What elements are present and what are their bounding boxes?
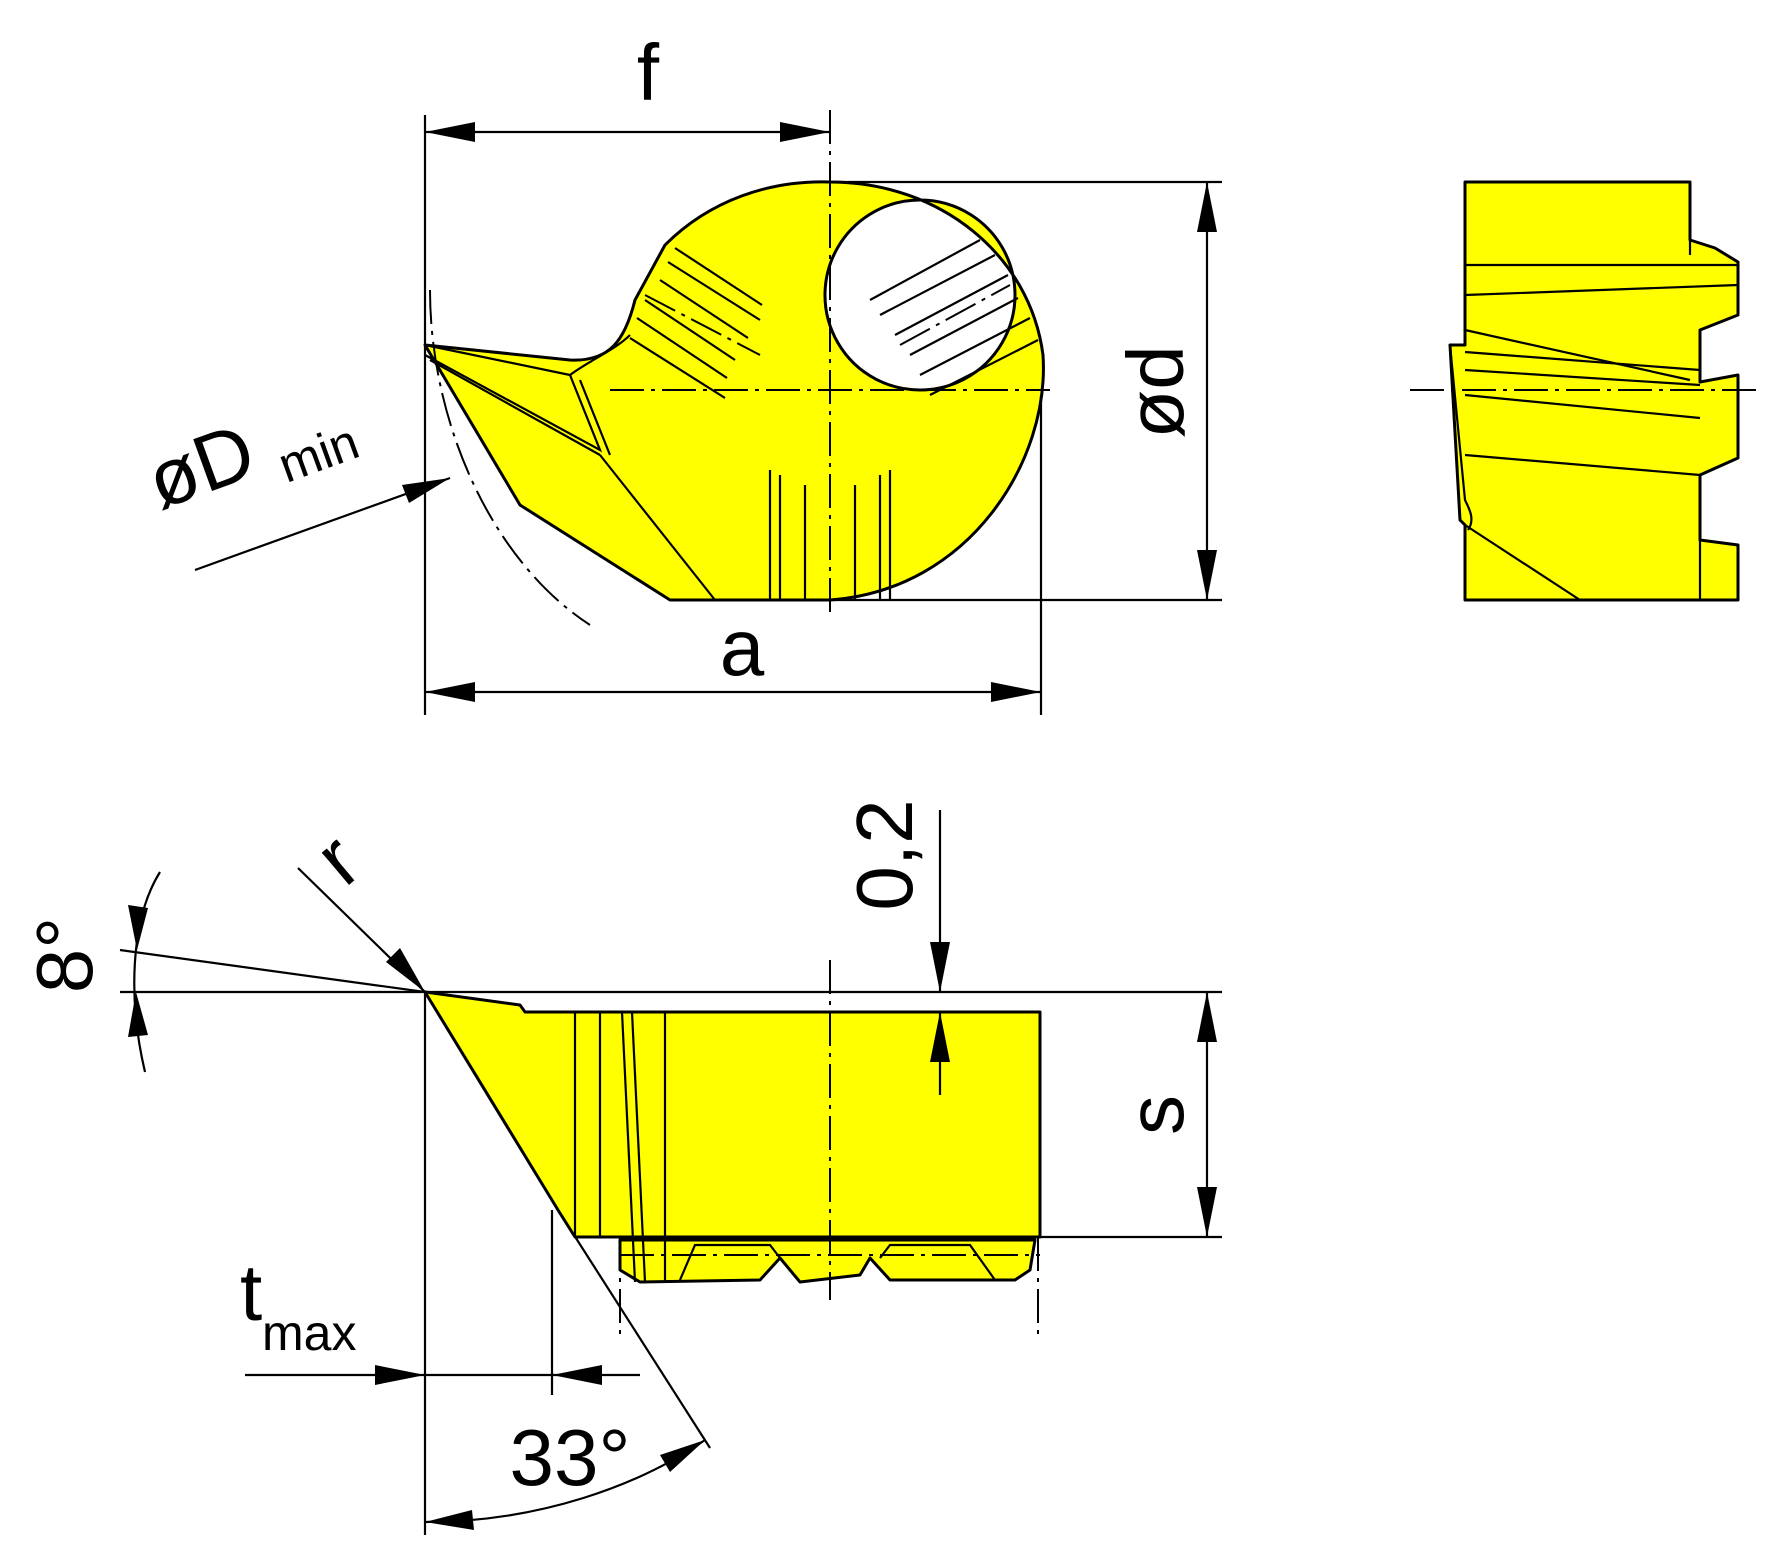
- angle-8-line: [119, 948, 426, 994]
- svg-text:max: max: [262, 1305, 356, 1361]
- label-33: 33°: [510, 1413, 631, 1502]
- arrow-33-right: [660, 1440, 705, 1472]
- arrow-02-top: [930, 942, 950, 992]
- dmin-arc: [429, 289, 591, 626]
- center-line-groove-1: [644, 294, 761, 356]
- angle-8-arc: [133, 871, 161, 1073]
- groove-upper-left: [629, 247, 763, 399]
- arrow-s-bottom: [1197, 1187, 1217, 1237]
- facets-left: [424, 334, 716, 601]
- label-s: s: [1111, 1095, 1200, 1135]
- label-d: ød: [1111, 345, 1200, 438]
- arrow-tmax-right: [552, 1365, 602, 1385]
- arrow-dmin: [402, 478, 450, 503]
- arrow-33-left: [425, 1510, 474, 1530]
- groove-bottom: [768, 470, 892, 600]
- svg-text:t: t: [240, 1248, 262, 1337]
- front-view: s 0,2 8° r t max 33°: [20, 799, 1222, 1535]
- label-a: a: [720, 603, 765, 692]
- arrow-f-right: [780, 122, 830, 142]
- insert-front-body: [423, 990, 1042, 1239]
- groove-upper-right: [869, 239, 1039, 396]
- top-view: f a ød øD min: [135, 28, 1222, 715]
- label-dmin: øD min: [135, 406, 366, 526]
- cut-edge-extension: [557, 1209, 711, 1449]
- side-view: [1410, 180, 1760, 602]
- arrow-a-left: [425, 682, 475, 702]
- label-02: 0,2: [840, 799, 929, 910]
- arrow-02-bottom: [930, 1012, 950, 1062]
- label-tmax: t max: [240, 1248, 356, 1361]
- arrow-s-top: [1197, 992, 1217, 1042]
- arrow-8-top: [128, 905, 148, 950]
- arrow-d-bottom: [1197, 550, 1217, 600]
- svg-text:min: min: [271, 413, 366, 493]
- arrow-d-top: [1197, 182, 1217, 232]
- arrow-a-right: [991, 682, 1041, 702]
- arrow-tmax-left: [375, 1365, 425, 1385]
- label-r: r: [299, 816, 377, 901]
- arrow-f-left: [425, 122, 475, 142]
- arrow-8-bottom: [128, 992, 148, 1037]
- insert-front-teeth: [618, 1238, 1037, 1284]
- label-8: 8°: [20, 917, 109, 993]
- svg-text:øD: øD: [135, 406, 266, 526]
- center-line-groove-2: [899, 284, 1011, 346]
- arrow-r: [386, 948, 425, 992]
- label-f: f: [637, 28, 660, 117]
